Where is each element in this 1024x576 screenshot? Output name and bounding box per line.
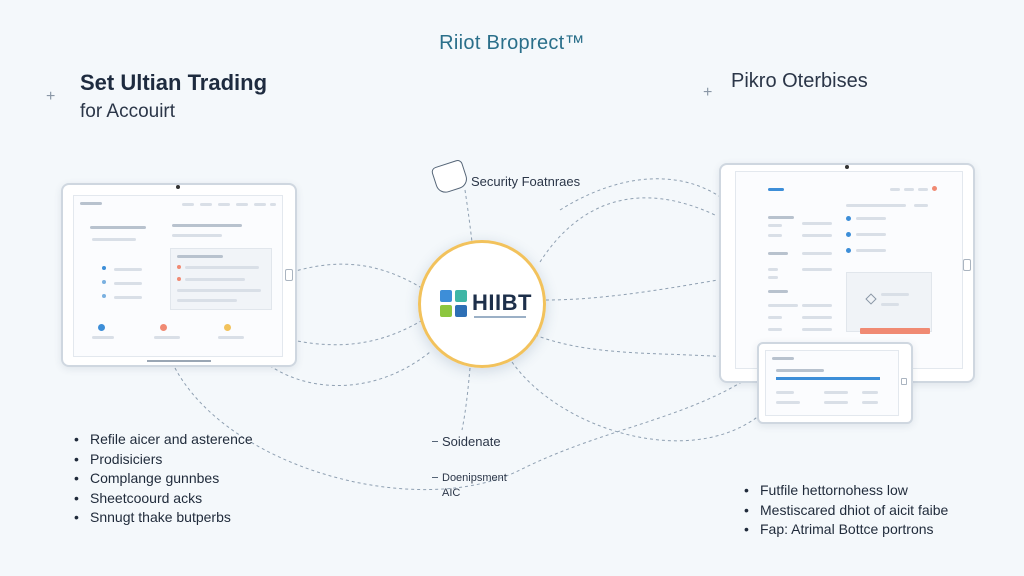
list-item: Complange gunnbes (74, 469, 253, 489)
tablet-bar (147, 360, 211, 362)
connector-line (291, 263, 426, 291)
dash-icon (432, 477, 438, 478)
page-title: Riiot Broprect™ (439, 32, 585, 54)
center-label-2: Doenipsment (442, 472, 507, 484)
home-button-icon (963, 259, 971, 271)
connector-line (464, 189, 473, 243)
screen-logo (768, 188, 784, 191)
connector-line (545, 279, 719, 301)
connector-line (534, 334, 759, 361)
security-label: Security Foatnraes (471, 174, 581, 189)
camera-icon (176, 185, 180, 189)
screen-logo (80, 202, 102, 205)
right-bullet-list: Futfile hettornohess low Mestiscared dhi… (744, 481, 948, 540)
plus-icon: + (46, 88, 56, 105)
list-item: Sheetcoourd acks (74, 489, 253, 509)
right-tablet (719, 163, 975, 383)
left-tablet-screen (73, 195, 283, 357)
center-label-3: AIC (442, 487, 461, 499)
list-item: Mestiscared dhiot of aicit faibe (744, 501, 948, 521)
list-item: Prodisiciers (74, 450, 253, 470)
center-label-1: Soidenate (442, 434, 501, 449)
warning-icon (865, 293, 877, 305)
hub-name: HIIBT (472, 290, 532, 315)
list-item: Refile aicer and asterence (74, 430, 253, 450)
progress-bar (776, 377, 880, 380)
list-item: Fap: Atrimal Bottce portrons (744, 520, 948, 540)
camera-icon (845, 165, 849, 169)
hub-node[interactable]: HIIBT (418, 240, 546, 368)
dash-icon (432, 441, 438, 442)
connector-line (264, 351, 431, 386)
left-heading-line1: Set Ultian Trading (80, 70, 268, 95)
connector-line (461, 367, 471, 431)
home-button-icon (901, 378, 907, 385)
alert-button[interactable] (860, 328, 930, 334)
right-tablet-screen (735, 171, 963, 369)
connector-line (511, 361, 761, 442)
left-tablet (61, 183, 297, 367)
right-heading: Pikro Oterbises (731, 70, 868, 92)
connector-line (539, 197, 716, 263)
small-tablet-screen (765, 350, 899, 416)
left-bullet-list: Refile aicer and asterence Prodisiciers … (74, 430, 253, 528)
plus-icon: + (703, 84, 713, 101)
connector-line (291, 317, 427, 346)
home-button-icon (285, 269, 293, 281)
left-heading-line2: for Accouirt (80, 101, 176, 122)
hub-logo-icon (440, 290, 468, 318)
list-item: Futfile hettornohess low (744, 481, 948, 501)
list-item: Snnugt thake butperbs (74, 508, 253, 528)
hub-subtitle-bar (474, 316, 526, 318)
small-tablet (757, 342, 913, 424)
